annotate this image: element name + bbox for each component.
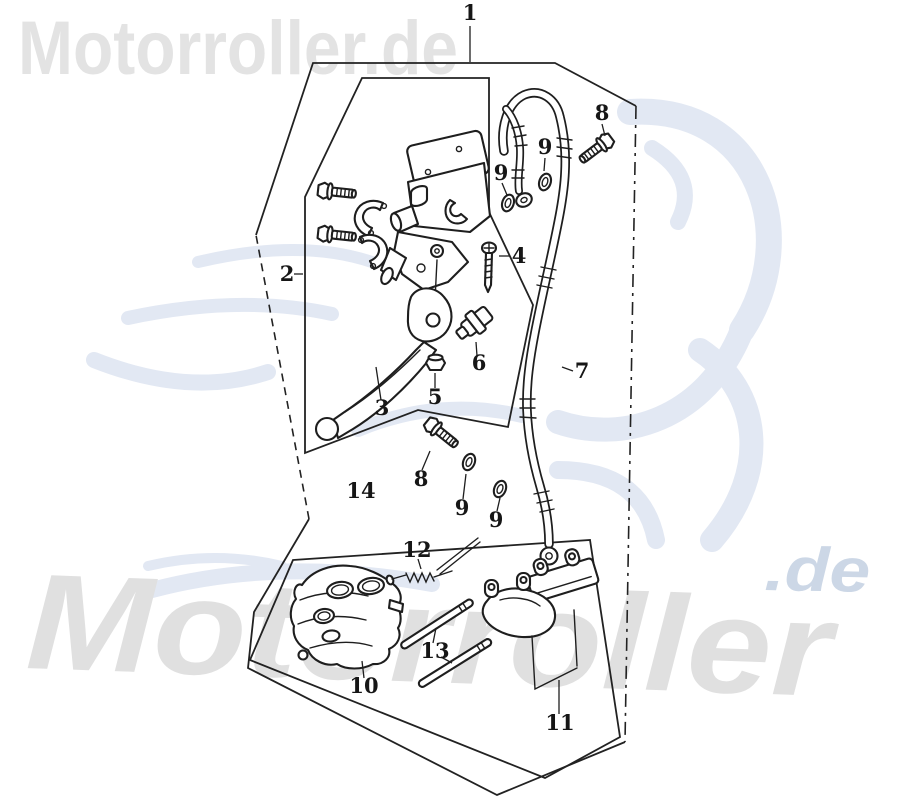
watermark-top-left: Motorroller.de (18, 6, 458, 91)
part-label-6: 6 (472, 350, 487, 375)
watermark-layer: Motorroller.de Motorroller .de (18, 6, 871, 725)
part-label-9-d: 9 (489, 507, 504, 532)
part-label-9-b: 9 (494, 160, 509, 185)
clamp-bolt-lower-drawing (316, 224, 358, 247)
part-label-10: 10 (349, 673, 378, 698)
washer-9a-drawing (535, 171, 555, 193)
part-label-7: 7 (575, 358, 590, 383)
watermark-bottom: Motorroller (24, 545, 842, 725)
watermark-de-suffix: .de (764, 535, 871, 606)
diagram-layer: 1 8 9 9 2 4 6 5 3 7 8 14 9 9 12 13 10 11 (247, 0, 637, 796)
part-label-9-c: 9 (455, 495, 470, 520)
reservoir-screw-drawing (480, 241, 498, 294)
part-label-14: 14 (346, 478, 375, 503)
brake-caliper-drawing (289, 564, 405, 670)
pivot-nut-drawing (424, 353, 447, 372)
brake-pads-drawing (481, 543, 601, 691)
brake-hose-drawing (498, 88, 573, 566)
leader-lines (294, 26, 606, 714)
caliper-group-boundary (248, 539, 621, 779)
part-labels: 1 8 9 9 2 4 6 5 3 7 8 14 9 9 12 13 10 11 (280, 0, 610, 735)
part-label-11: 11 (545, 710, 574, 735)
part-label-4: 4 (512, 243, 527, 268)
part-label-8-top: 8 (595, 100, 610, 125)
brake-switch-drawing (455, 306, 494, 340)
part-label-13: 13 (420, 638, 449, 663)
washer-9c-drawing (459, 450, 479, 474)
part-label-2: 2 (280, 261, 295, 286)
outer-boundary (247, 62, 637, 796)
part-label-12: 12 (402, 537, 431, 562)
brake-lever-drawing (314, 287, 453, 442)
master-cylinder-group-boundary (304, 77, 534, 455)
washer-9d-drawing (490, 477, 510, 501)
banjo-bolt-top-drawing (574, 130, 618, 168)
part-label-8-mid: 8 (414, 466, 429, 491)
part-label-3: 3 (375, 395, 390, 420)
washer-9b-drawing (498, 192, 518, 214)
pad-spring-drawing (385, 537, 481, 586)
part-label-9-a: 9 (538, 134, 553, 159)
part-label-1: 1 (463, 0, 478, 25)
banjo-bolt-mid-drawing (420, 414, 463, 453)
part-label-5: 5 (428, 384, 443, 409)
clamp-bolt-upper-drawing (316, 181, 358, 204)
master-cylinder-drawing (379, 129, 492, 301)
hose-sleeve-drawing (502, 105, 533, 208)
handlebar-clamp-drawing (353, 199, 389, 271)
